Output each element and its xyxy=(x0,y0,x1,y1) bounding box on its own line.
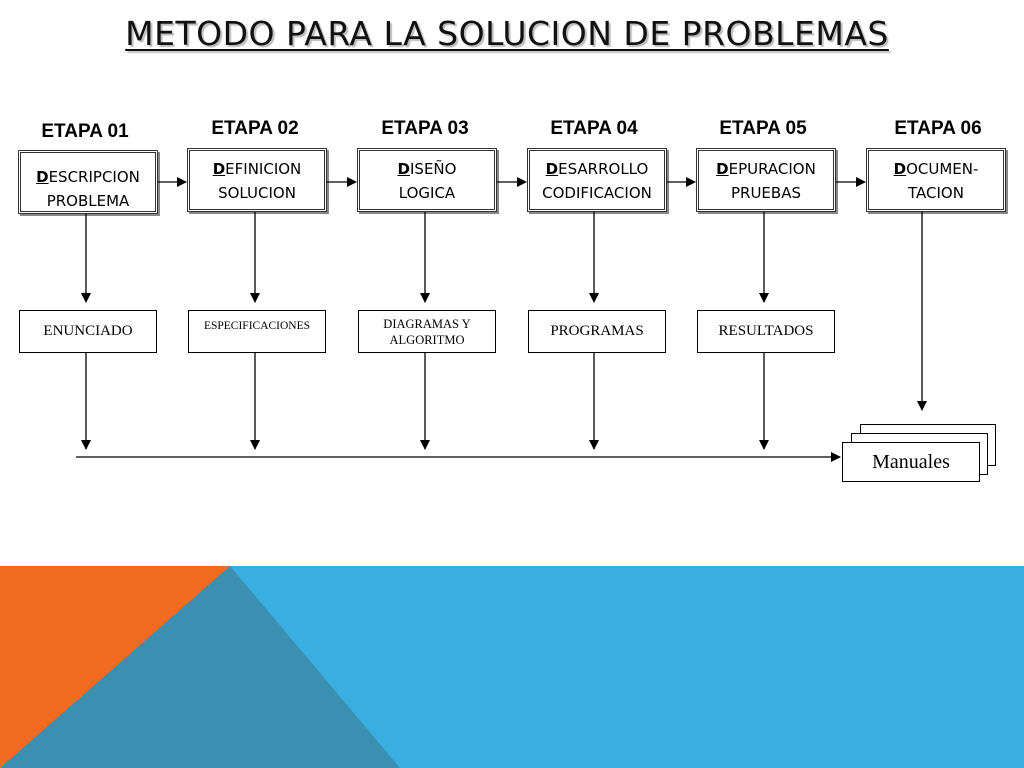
stage-label-04: ETAPA 04 xyxy=(550,118,638,139)
step-box-descripcion: DESCRIPCION PROBLEMA xyxy=(18,150,158,214)
step-line2: LOGICA xyxy=(398,184,456,202)
step-line2: PROBLEMA xyxy=(46,192,130,210)
step-box-diseno: DISEÑO LOGICA xyxy=(357,148,497,212)
step-line2: CODIFICACION xyxy=(542,184,652,202)
step-initial: D xyxy=(212,160,226,178)
output-label: ESPECIFICACIONES xyxy=(203,320,311,332)
step-line2: PRUEBAS xyxy=(730,184,801,202)
step-initial: D xyxy=(716,160,729,178)
stage-label-06: ETAPA 06 xyxy=(894,118,982,139)
step-line1-rest: OCUMEN- xyxy=(906,160,979,178)
step-line1-rest: ESCRIPCION xyxy=(48,168,140,186)
output-label-line2: ALGORITMO xyxy=(389,332,465,347)
step-box-definicion: DEFINICION SOLUCION xyxy=(187,148,327,212)
step-line1-rest: EFINICION xyxy=(225,160,302,178)
step-line1-rest: ISEÑO xyxy=(410,160,457,178)
manuales-label: Manuales xyxy=(872,450,950,473)
output-label: RESULTADOS xyxy=(718,323,814,339)
step-line2: SOLUCION xyxy=(218,184,296,202)
output-box-resultados: RESULTADOS xyxy=(697,310,835,353)
step-line1-rest: ESARROLLO xyxy=(558,160,649,178)
stage-label-03: ETAPA 03 xyxy=(381,118,469,139)
step-line1-rest: EPURACION xyxy=(728,160,816,178)
dark-blue-triangle xyxy=(0,566,400,768)
step-initial: D xyxy=(397,160,410,178)
stage-label-01: ETAPA 01 xyxy=(41,121,129,142)
step-box-desarrollo: DESARROLLO CODIFICACION xyxy=(527,148,667,212)
output-box-especificaciones: ESPECIFICACIONES xyxy=(188,310,326,353)
step-initial: D xyxy=(36,168,49,186)
output-label: PROGRAMAS xyxy=(550,323,644,339)
page-title: METODO PARA LA SOLUCION DE PROBLEMAS xyxy=(125,14,889,53)
output-box-programas: PROGRAMAS xyxy=(528,310,666,353)
stage-label-02: ETAPA 02 xyxy=(211,118,299,139)
step-initial: D xyxy=(893,160,907,178)
output-box-diagramas: DIAGRAMAS Y ALGORITMO xyxy=(358,310,496,353)
output-box-enunciado: ENUNCIADO xyxy=(19,310,157,353)
stage-label-05: ETAPA 05 xyxy=(719,118,807,139)
step-box-depuracion: DEPURACION PRUEBAS xyxy=(696,148,836,212)
step-line2: TACION xyxy=(908,184,964,202)
step-box-documentacion: DOCUMEN- TACION xyxy=(866,148,1006,212)
manual-page-front: Manuales xyxy=(842,442,980,482)
step-initial: D xyxy=(545,160,559,178)
output-label-line1: DIAGRAMAS Y xyxy=(383,316,471,331)
output-label: ENUNCIADO xyxy=(43,323,133,339)
